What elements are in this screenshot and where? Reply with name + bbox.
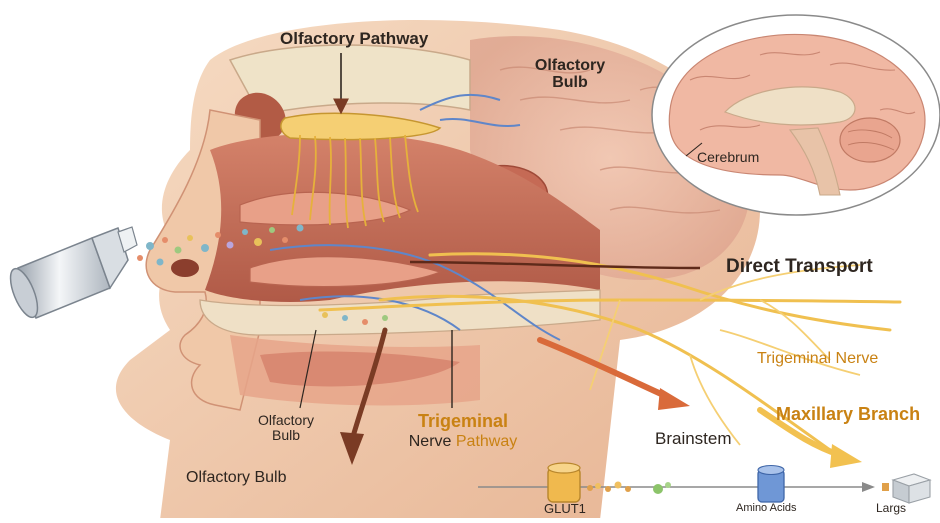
label-olfactory-bulb-mid-line1: Olfactory bbox=[246, 413, 326, 428]
label-olfactory-pathway: Olfactory Pathway bbox=[280, 30, 428, 48]
label-trigeminal-nerve: Trigeminal Nerve bbox=[757, 351, 878, 368]
label-cerebrum: Cerebrum bbox=[697, 150, 759, 165]
label-glut1: GLUT1 bbox=[544, 502, 586, 516]
label-olfactory-bulb-top: Olfactory Bulb bbox=[525, 58, 615, 92]
maxillary-arrow-head bbox=[830, 444, 862, 468]
label-olfactory-bulb-top-line1: Olfactory bbox=[525, 58, 615, 75]
particles-green-icon bbox=[653, 482, 671, 494]
brainstem-arrow-head bbox=[658, 388, 690, 410]
label-trigeminal-pathway: Trigeminal Nerve Pathway bbox=[388, 412, 538, 451]
nasal-spray-bottle-icon bbox=[5, 227, 137, 321]
label-direct-transport: Direct Transport bbox=[726, 257, 873, 277]
nostril bbox=[171, 259, 199, 277]
label-olfactory-bulb-mid-line2: Bulb bbox=[246, 428, 326, 443]
label-maxillary-branch: Maxillary Branch bbox=[776, 405, 920, 424]
label-trigeminal-line2-nerve: Nerve bbox=[409, 433, 452, 450]
label-olfactory-bulb-bottom: Olfactory Bulb bbox=[186, 470, 286, 487]
label-amino-acids: Amino Acids bbox=[736, 503, 797, 515]
brain-inset bbox=[652, 15, 940, 215]
label-olfactory-bulb-top-line2: Bulb bbox=[525, 75, 615, 92]
label-trigeminal-line2-pathway: Pathway bbox=[456, 433, 517, 450]
label-trigeminal-line1: Trigeminal bbox=[388, 412, 538, 431]
largs-box-icon bbox=[882, 474, 930, 503]
label-trigeminal-line2: Nerve Pathway bbox=[388, 434, 538, 451]
label-olfactory-bulb-mid: Olfactory Bulb bbox=[246, 413, 326, 442]
amino-acids-transporter-icon bbox=[758, 466, 784, 503]
label-brainstem: Brainstem bbox=[655, 430, 732, 448]
label-largs: Largs bbox=[876, 502, 906, 515]
